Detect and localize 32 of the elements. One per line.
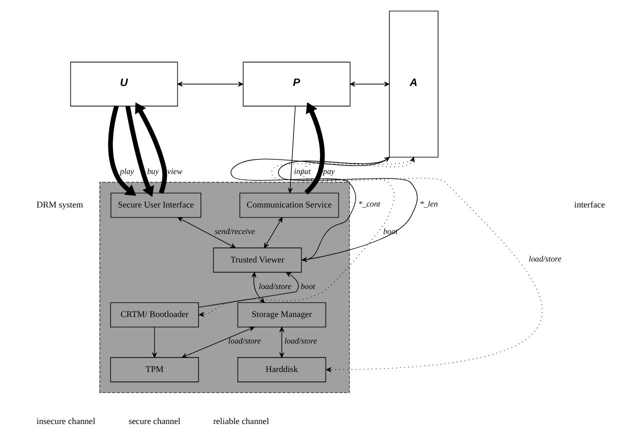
node-box: U bbox=[70, 62, 178, 106]
node-box: Storage Manager bbox=[236, 302, 326, 328]
node-box: TPM bbox=[110, 357, 198, 382]
arrow bbox=[176, 82, 243, 87]
arrow bbox=[177, 217, 236, 248]
arrow bbox=[134, 102, 167, 194]
legend-label: reliable channel bbox=[212, 416, 269, 426]
arrow bbox=[108, 106, 136, 196]
arrow bbox=[349, 82, 389, 87]
arrow bbox=[278, 326, 284, 358]
arrow bbox=[152, 326, 157, 358]
arrow bbox=[304, 102, 324, 195]
label: interface bbox=[574, 200, 604, 210]
arrow bbox=[198, 156, 414, 317]
arrow bbox=[181, 326, 254, 358]
node-box: A bbox=[388, 10, 438, 158]
arrow bbox=[198, 272, 298, 308]
node-box: Trusted Viewer bbox=[212, 248, 302, 273]
arrow bbox=[263, 217, 282, 248]
legend-label: insecure channel bbox=[36, 416, 95, 426]
node-box: Secure User Interface bbox=[110, 192, 201, 218]
arrow bbox=[287, 106, 296, 194]
cluster bbox=[98, 182, 350, 394]
node-box: CRTM/ Bootloader bbox=[110, 302, 198, 328]
node-box: Harddisk bbox=[236, 357, 326, 382]
node-box: Communication Service bbox=[238, 192, 338, 218]
arrow bbox=[250, 272, 264, 303]
legend-label: secure channel bbox=[128, 416, 180, 426]
arrow bbox=[124, 106, 154, 198]
label: DRM system bbox=[36, 200, 83, 210]
node-box: P bbox=[242, 62, 350, 106]
arrow bbox=[278, 156, 418, 260]
